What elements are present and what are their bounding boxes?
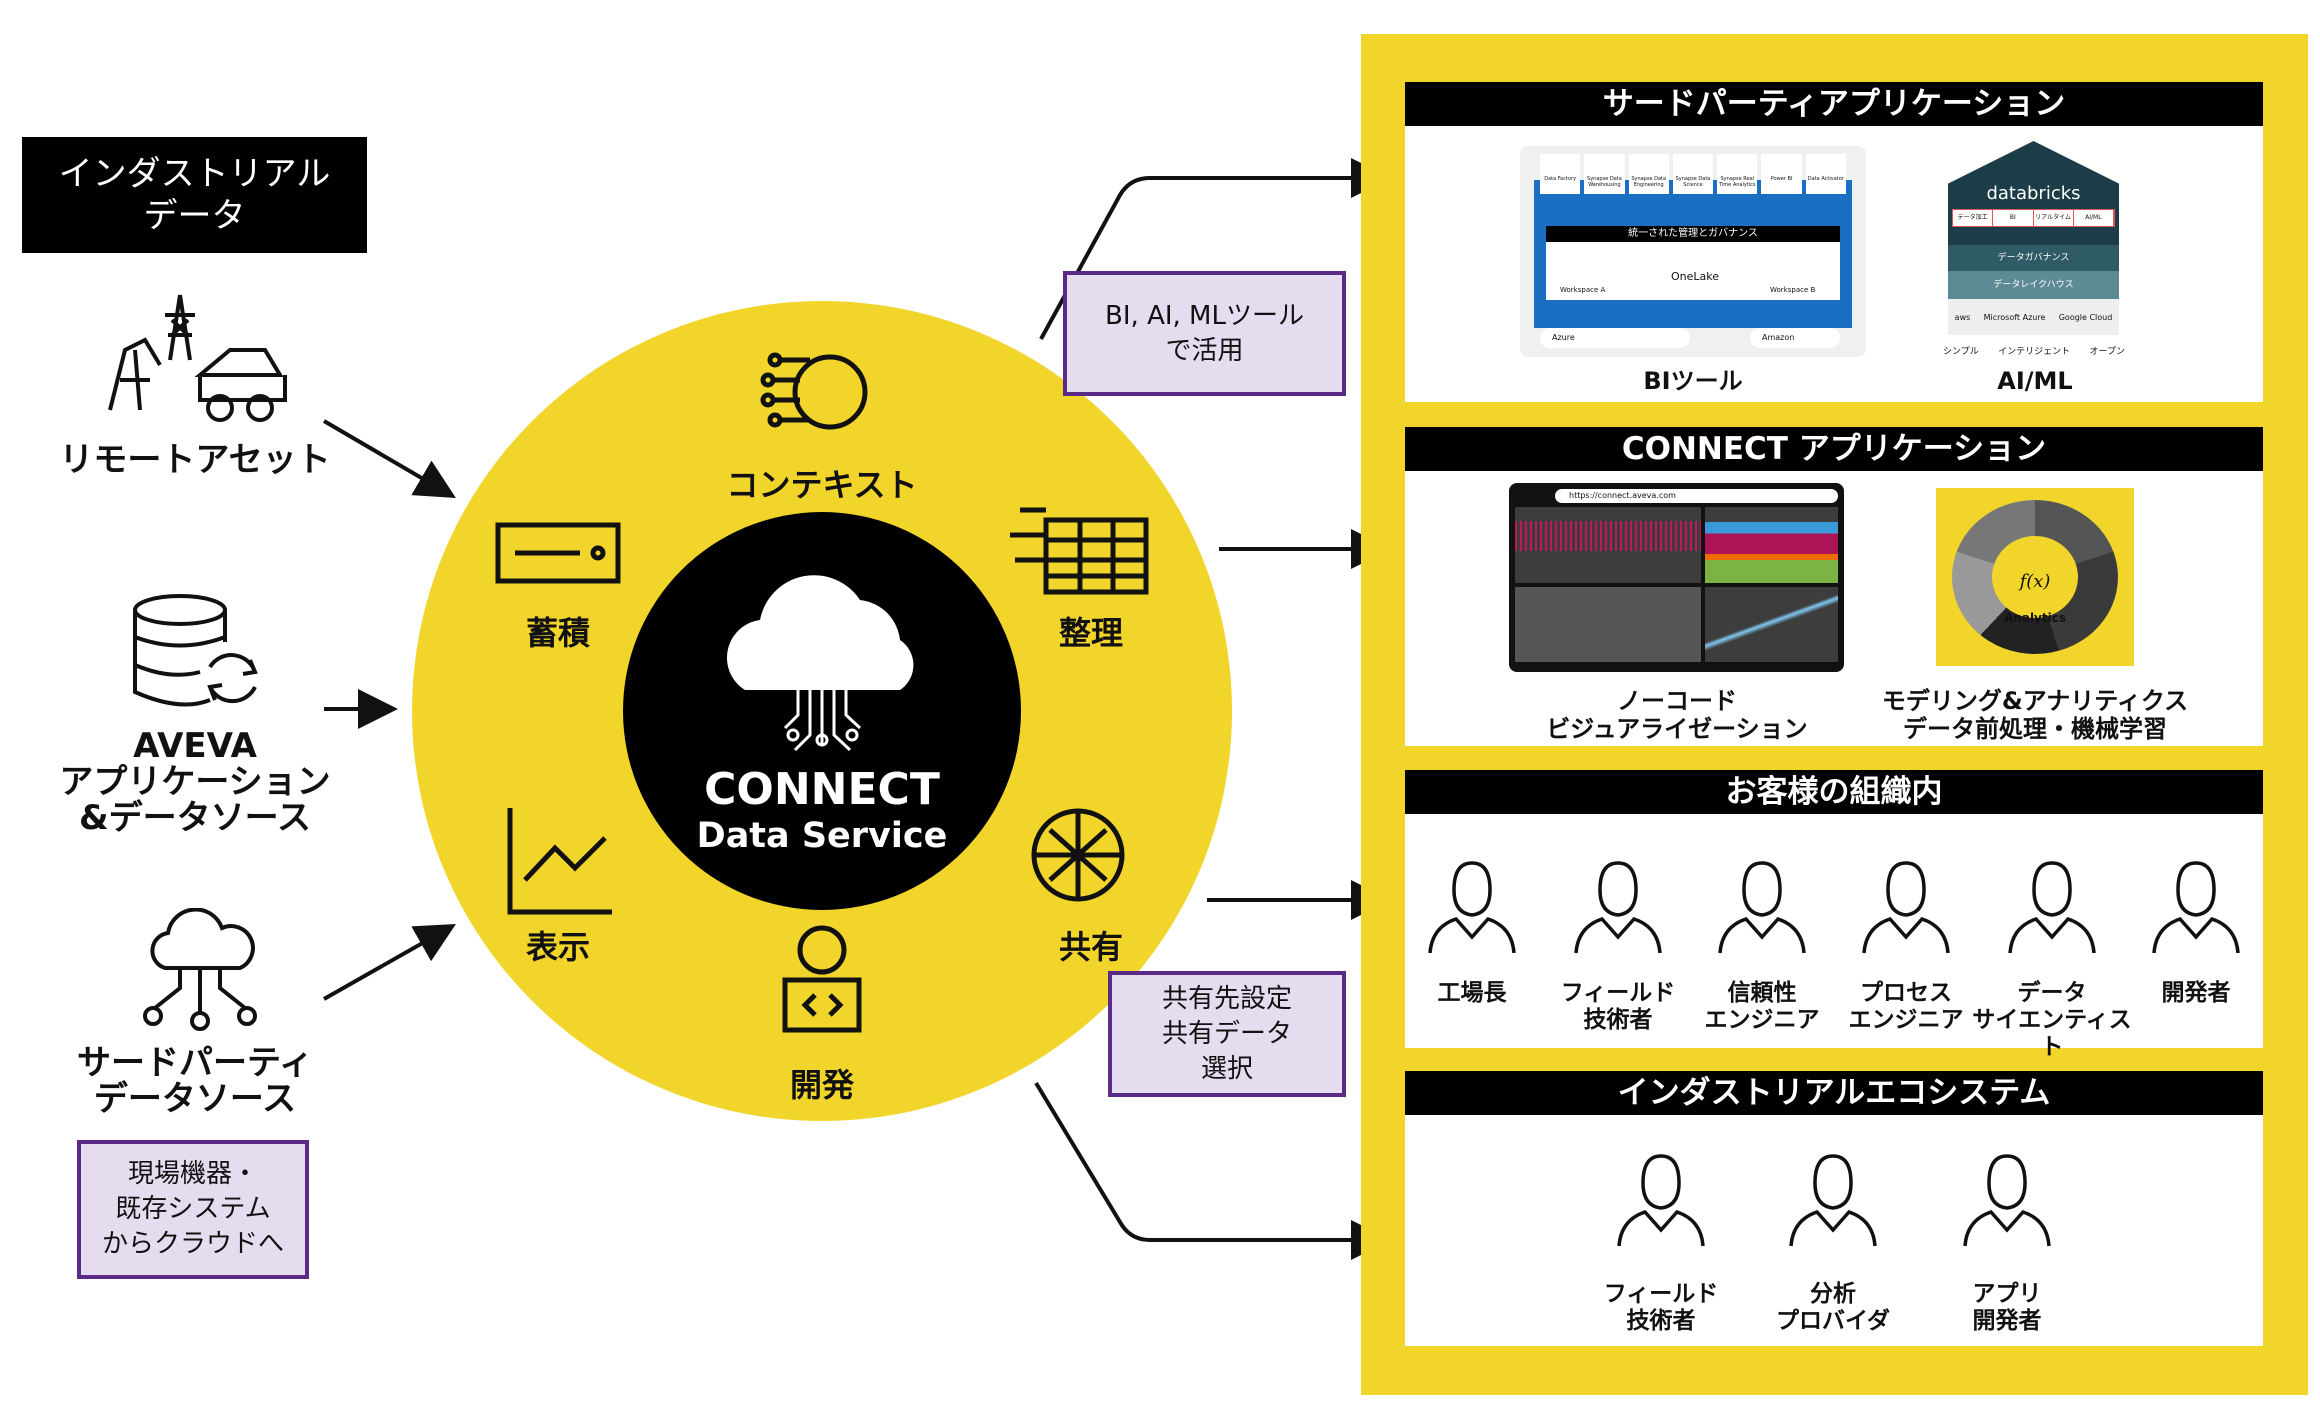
person-icon — [1613, 1148, 1709, 1248]
person-icon — [2148, 855, 2244, 955]
storage-server-icon — [495, 522, 621, 584]
analytics-image: f(x) Analytics — [1936, 488, 2134, 666]
role-label: フィールド 技術者 — [1603, 1281, 1719, 1334]
ai-ml-label: AI/ML — [1997, 367, 2073, 395]
circuit-lines — [783, 690, 862, 752]
workspace-a: Workspace A — [1560, 286, 1606, 294]
role-label: 開発者 — [2161, 980, 2231, 1006]
databricks-trait: オープン — [2089, 347, 2125, 357]
person-icon — [1714, 855, 1810, 955]
analytics-label: Analytics — [2004, 611, 2066, 625]
arrow-thirdparty — [323, 924, 456, 1001]
fx-label: f(x) — [2019, 571, 2051, 592]
databricks-trait: インテリジェント — [1998, 347, 2071, 357]
person-icon — [1959, 1148, 2055, 1248]
role-label: データ サイエンティスト — [1972, 980, 2132, 1060]
cloud-provider: Google Cloud — [2058, 312, 2113, 322]
industrial-data-title: インダストリアル データ — [22, 137, 367, 253]
databricks-row-cell: データ加工 — [1953, 210, 1994, 226]
person-icon — [1858, 855, 1954, 955]
table-organize-icon — [1010, 507, 1149, 595]
role-label: プロセス エンジニア — [1848, 980, 1964, 1033]
remote-asset-icon — [108, 294, 287, 422]
bi-tile: Synapse Data Science — [1672, 154, 1714, 194]
dashboard-image: https://connect.aveva.com — [1509, 483, 1844, 672]
cloud-providers: aws Microsoft Azure Google Cloud — [1948, 299, 2119, 335]
role-label: アプリ 開発者 — [1972, 1281, 2042, 1334]
developer-icon — [782, 925, 862, 1033]
role-label: 信頼性 エンジニア — [1704, 980, 1820, 1033]
databricks-trait: シンプル — [1943, 347, 1979, 357]
network-share-icon — [1031, 808, 1125, 902]
function-share: 共有 — [1058, 928, 1123, 966]
arrow-to-thirdparty-apps — [1039, 158, 1391, 340]
remote-asset-label: リモートアセット — [59, 440, 331, 480]
databricks-row-cell: BI — [1993, 210, 2034, 226]
person-icon — [1424, 855, 1520, 955]
role-label: 分析 プロバイダ — [1775, 1281, 1891, 1334]
cloud-migration-note: 現場機器・ 既存システム からクラウドへ — [77, 1140, 309, 1279]
bi-tile: Synapse Data Warehousing — [1584, 154, 1625, 194]
third-party-sources-label: サードパーティ データソース — [77, 1043, 313, 1119]
databricks-row-cell: AI/ML — [2074, 210, 2114, 226]
bi-tile: Synapse Data Engineering — [1628, 154, 1669, 194]
function-context: コンテキスト — [726, 466, 918, 504]
person-icon — [1570, 855, 1666, 955]
bi-tile: Data Factory — [1540, 154, 1581, 194]
section-header: インダストリアルエコシステム — [1405, 1071, 2263, 1115]
section-industrial-ecosystem: インダストリアルエコシステム フィールド 技術者 分析 プロバイダ アプリ 開発者 — [1405, 1071, 2263, 1346]
databricks-row-cell: リアルタイム — [2034, 210, 2074, 226]
bi-tool-label: BIツール — [1643, 367, 1743, 395]
cloud-provider: aws — [1954, 312, 1971, 322]
role-label: フィールド 技術者 — [1560, 980, 1676, 1033]
aveva-apps-label: AVEVA アプリケーション &データソース — [59, 726, 331, 838]
cloud-provider: Microsoft Azure — [1983, 312, 2046, 322]
section-header: CONNECT アプリケーション — [1405, 427, 2263, 471]
arrow-remote — [322, 419, 456, 499]
bi-tile: Power BI — [1761, 154, 1802, 194]
section-header: お客様の組織内 — [1405, 770, 2263, 814]
section-connect-apps: CONNECT アプリケーション https://connect.aveva.c… — [1405, 427, 2263, 746]
function-develop: 開発 — [789, 1066, 854, 1104]
gear-circuit-icon — [760, 352, 868, 430]
arrow-to-ecosystem — [1034, 1081, 1391, 1260]
share-settings-note: 共有先設定 共有データ 選択 — [1108, 971, 1346, 1097]
function-organize: 整理 — [1058, 614, 1123, 652]
governance-bar: 統一された管理とガバナンス — [1546, 226, 1840, 242]
function-store: 蓄積 — [525, 614, 590, 652]
data-lakehouse-layer: データレイクハウス — [1948, 271, 2119, 299]
person-icon — [2004, 855, 2100, 955]
function-display: 表示 — [525, 928, 590, 966]
databricks-brand: databricks — [1986, 183, 2081, 204]
section-customer-org: お客様の組織内 工場長 フィールド 技術者信頼性 エンジニアプロセス エンジニアデ… — [1405, 770, 2263, 1060]
cloud-network-icon — [143, 908, 257, 1031]
databricks-traits: シンプル インテリジェント オープン — [1943, 344, 2125, 357]
data-governance-layer: データガバナンス — [1948, 245, 2119, 271]
section-header: サードパーティアプリケーション — [1405, 82, 2263, 126]
person-icon — [1785, 1148, 1881, 1248]
modeling-analytics-label: モデリング&アナリティクス データ前処理・機械学習 — [1881, 687, 2189, 743]
line-chart-icon — [507, 808, 612, 915]
workspace-b: Workspace B — [1770, 286, 1816, 294]
role-label: 工場長 — [1437, 980, 1507, 1006]
no-code-visualization-label: ノーコード ビジュアライゼーション — [1546, 687, 1808, 743]
bi-tile: Synapse Real Time Analytics — [1717, 154, 1758, 194]
amazon-storage: Amazon — [1750, 328, 1840, 348]
hub-subtitle: Data Service — [696, 816, 948, 856]
azure-storage: Azure — [1540, 328, 1690, 348]
bi-ai-ml-note: BI, AI, MLツール で活用 — [1063, 271, 1346, 396]
cloud-circuit-icon — [726, 575, 914, 690]
bi-tile: Data Activator — [1805, 154, 1846, 194]
onelake-label: OneLake — [1670, 270, 1719, 283]
database-sync-icon — [133, 594, 258, 707]
url-bar: https://connect.aveva.com — [1555, 489, 1838, 503]
hub-title: CONNECT — [704, 764, 940, 815]
